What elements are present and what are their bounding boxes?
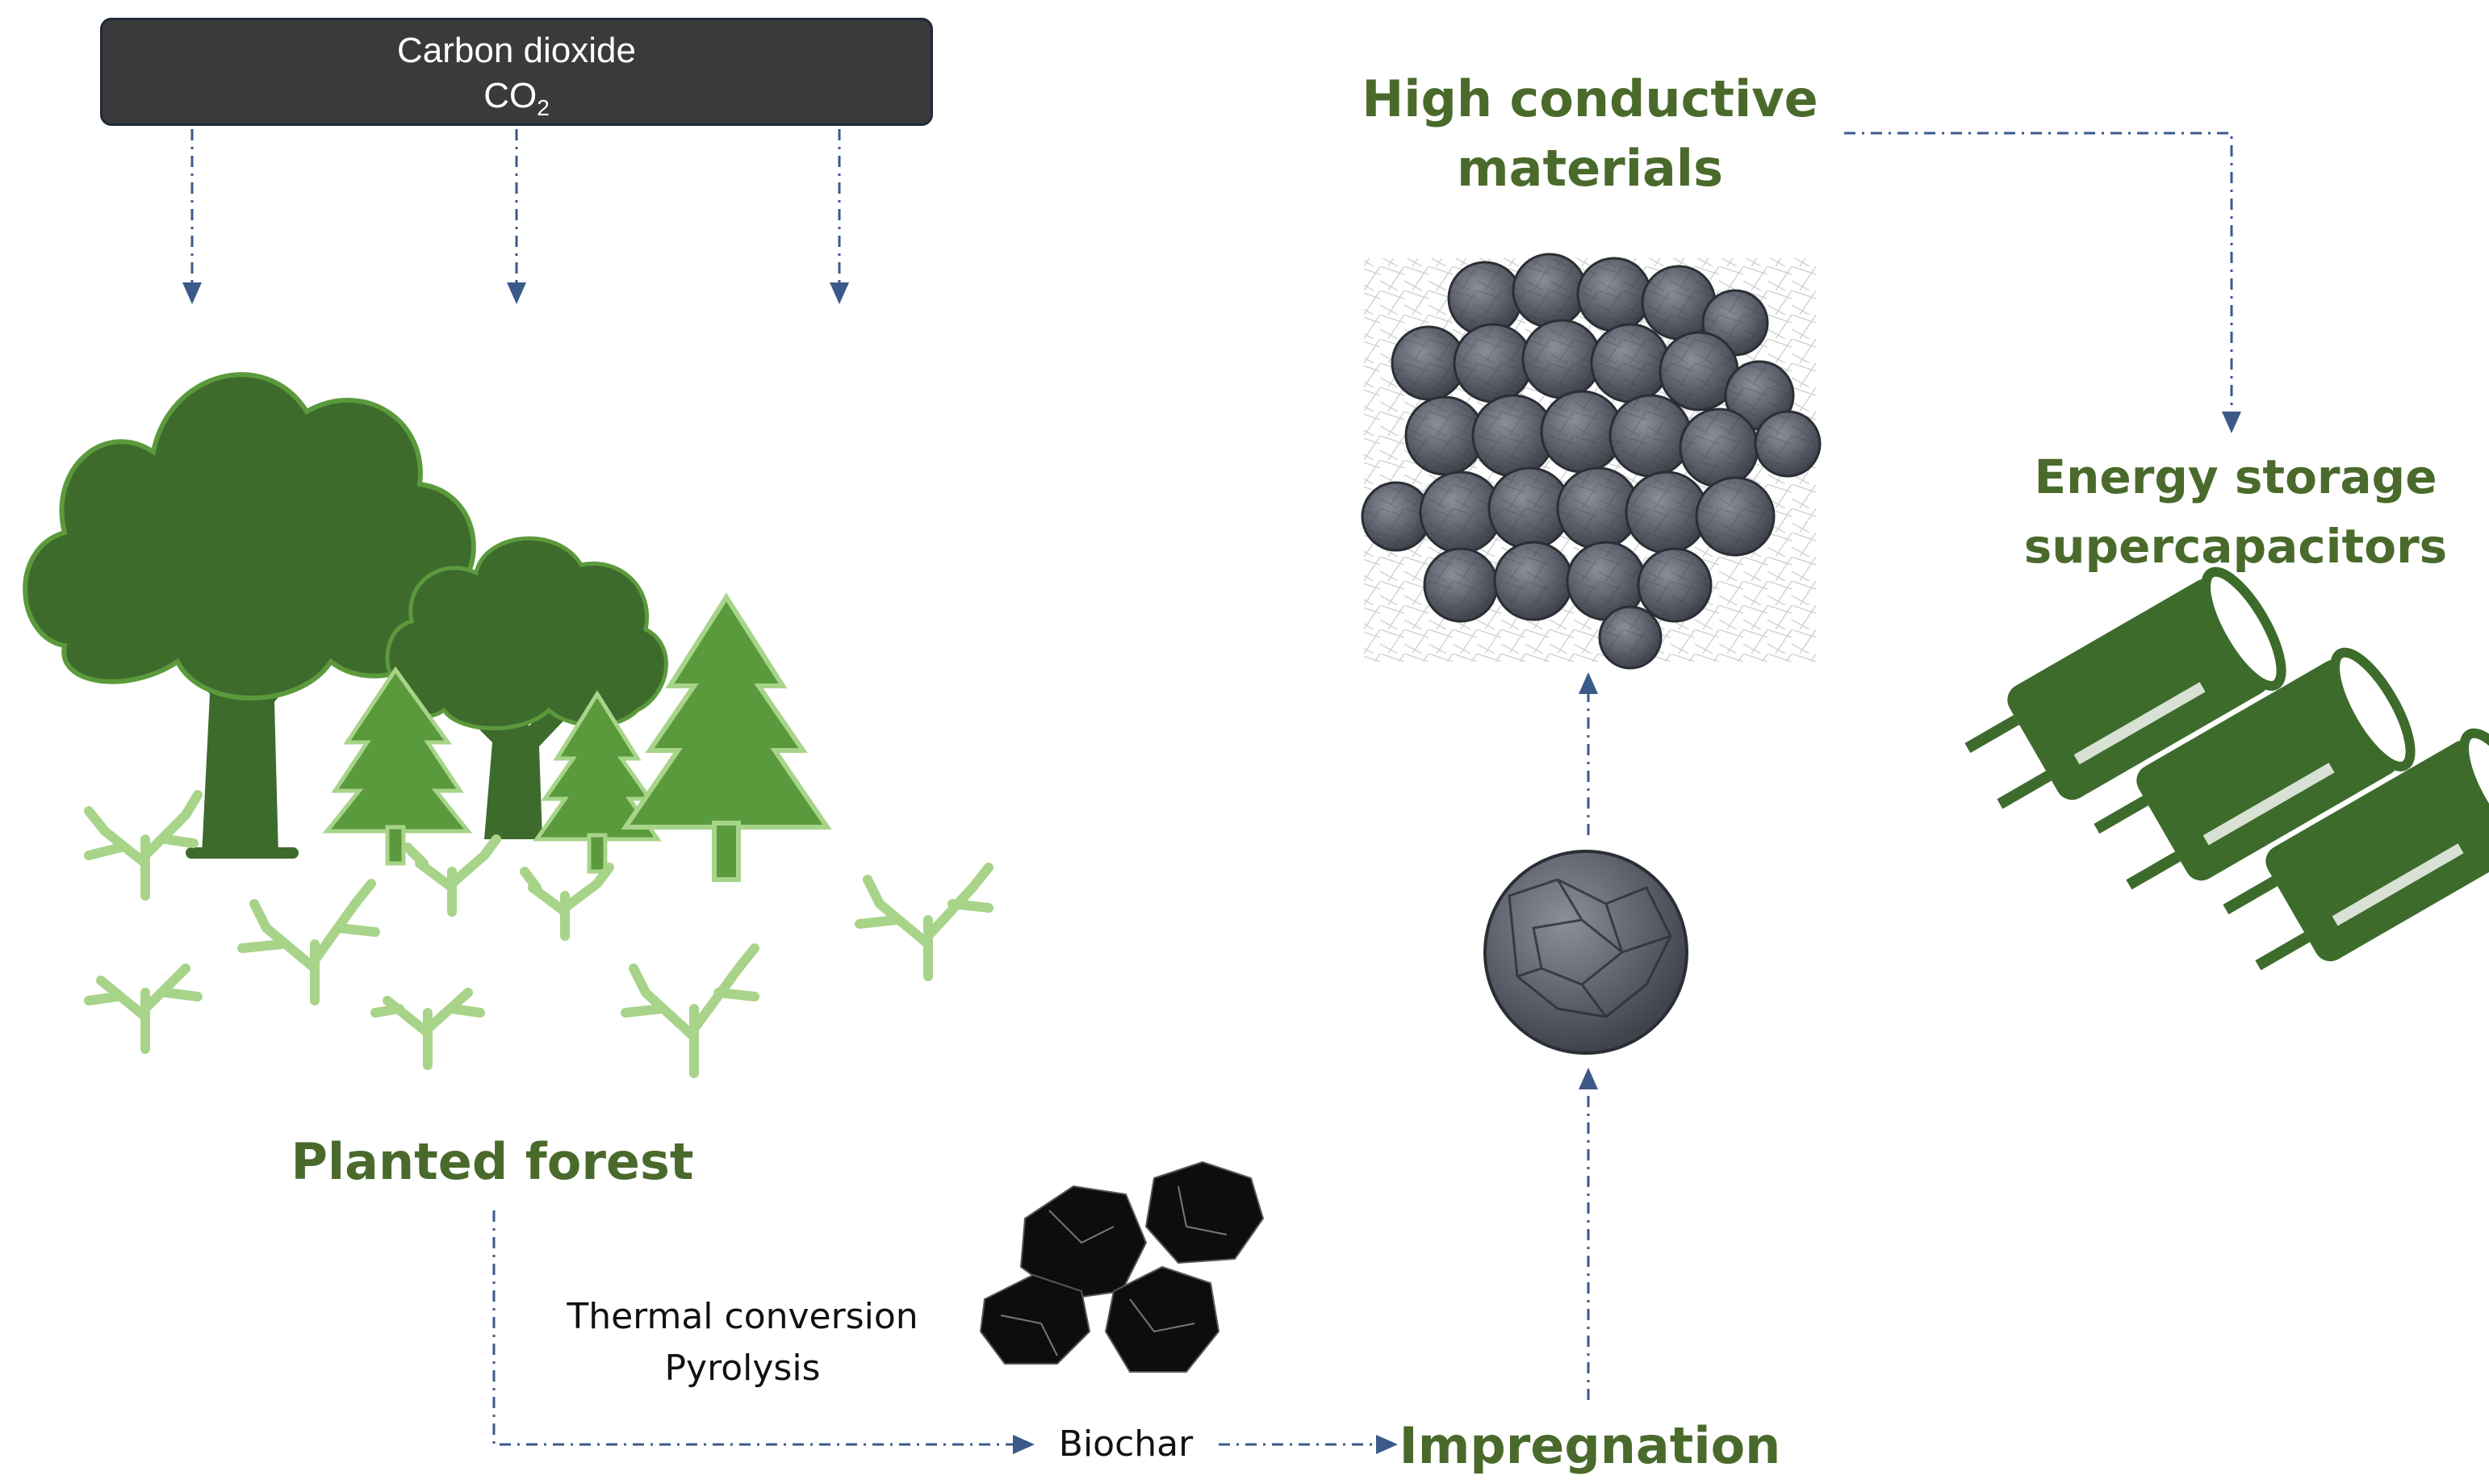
flow-arrows xyxy=(492,132,2241,1454)
shrub-5 xyxy=(84,964,203,1054)
arrow-forest-to-biochar xyxy=(492,1210,1035,1454)
shrub-2 xyxy=(403,834,501,917)
co2-title: Carbon dioxide xyxy=(397,31,636,70)
co2-arrows xyxy=(182,129,849,304)
conductive-material-cluster xyxy=(1361,253,1822,670)
deciduous-tree-large xyxy=(23,372,476,859)
shrub-7 xyxy=(621,943,759,1078)
energy-storage-label: Energy storage supercapacitors xyxy=(2023,449,2448,574)
supercapacitors xyxy=(1964,566,2489,971)
impregnated-particle xyxy=(1483,850,1688,1055)
planted-forest-label: Planted forest xyxy=(291,1132,694,1191)
shrub-6 xyxy=(370,988,485,1070)
pine-tree-large xyxy=(621,592,832,882)
forest-illustration xyxy=(23,372,994,1078)
thermal-conversion-label: Thermal conversion Pyrolysis xyxy=(567,1296,918,1389)
shrub-3 xyxy=(520,863,614,941)
co2-box: Carbon dioxide CO2 xyxy=(100,18,933,126)
impregnation-label: Impregnation xyxy=(1399,1416,1781,1475)
shrubs xyxy=(84,790,994,1078)
capacitor-2 xyxy=(2094,647,2416,890)
pine-tree-mid xyxy=(533,690,662,874)
shrub-8 xyxy=(855,863,994,981)
biochar-label: Biochar xyxy=(1058,1423,1194,1465)
arrow-materials-to-storage xyxy=(1844,132,2241,433)
high-conductive-label: High conductive materials xyxy=(1362,69,1818,198)
capacitor-3 xyxy=(2223,728,2489,971)
pine-tree-small xyxy=(322,666,473,866)
co2-formula: CO2 xyxy=(483,76,550,120)
deciduous-tree-medium xyxy=(385,536,668,839)
capacitor-1 xyxy=(1964,566,2286,809)
shrub-4 xyxy=(237,879,380,1005)
shrub-1 xyxy=(84,790,203,901)
biochar-pieces xyxy=(979,1160,1265,1373)
